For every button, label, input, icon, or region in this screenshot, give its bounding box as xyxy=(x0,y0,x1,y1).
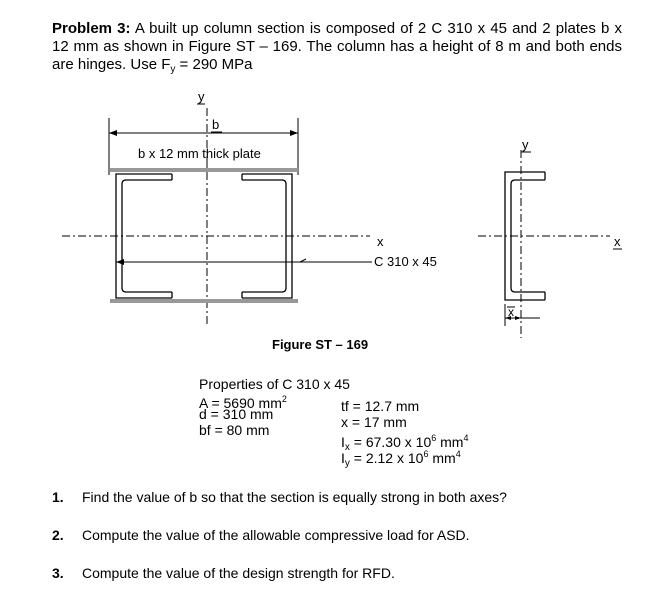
properties-title: Properties of C 310 x 45 xyxy=(199,376,350,392)
y-axis-label: y xyxy=(198,89,205,104)
xbar-arrow-right xyxy=(515,316,521,320)
iy-sup1: 6 xyxy=(423,449,429,459)
prop-area-text: A = 5690 mm xyxy=(199,395,282,411)
iy-a: I xyxy=(341,450,345,466)
ix-c: mm xyxy=(436,434,464,450)
question-1-text: Find the value of b so that the section … xyxy=(82,489,507,505)
iy-sub: y xyxy=(344,458,350,469)
plate-label: b x 12 mm thick plate xyxy=(138,146,261,161)
question-1: 1. Find the value of b so that the sectio… xyxy=(52,489,507,505)
prop-depth: d = 310 mm xyxy=(199,406,274,422)
question-3-text: Compute the value of the design strength… xyxy=(82,565,395,581)
ix-sup2: 4 xyxy=(463,433,469,443)
question-2-number: 2. xyxy=(52,527,64,543)
xbar-arrow-left xyxy=(505,316,511,320)
prop-area: A = 5690 mm2 xyxy=(199,392,287,411)
figure-caption: Figure ST – 169 xyxy=(272,337,369,352)
question-2-text: Compute the value of the allowable compr… xyxy=(82,527,470,543)
ix-b: = 67.30 x 10 xyxy=(349,434,432,450)
question-1-number: 1. xyxy=(52,489,64,505)
question-3: 3. Compute the value of the design streng… xyxy=(52,565,395,581)
right-channel-inner xyxy=(242,179,287,293)
ix-a: I xyxy=(341,434,345,450)
prop-flange-thickness: tf = 12.7 mm xyxy=(341,398,420,414)
question-2: 2. Compute the value of the allowable com… xyxy=(52,527,470,543)
iy-sup2: 4 xyxy=(455,449,461,459)
b-label: b xyxy=(212,117,219,132)
prop-iy: Iy = 2.12 x 106 mm4 xyxy=(341,447,461,471)
side-x-label: x xyxy=(614,234,621,249)
prop-centroid-x: x = 17 mm xyxy=(341,414,407,430)
problem-text-b: = 290 MPa xyxy=(175,56,253,73)
problem-label: Problem 3: xyxy=(52,20,131,37)
dimension-b-arrow-right xyxy=(290,130,298,136)
ix-sub: x xyxy=(344,442,350,453)
bottom-plate xyxy=(110,299,298,303)
iy-c: mm xyxy=(428,450,456,466)
x-axis-label: x xyxy=(377,234,384,249)
channel-label: C 310 x 45 xyxy=(374,254,437,269)
prop-flange-width: bf = 80 mm xyxy=(199,422,270,438)
fy-subscript: y xyxy=(170,64,176,75)
problem-statement: Problem 3: A built up column section is … xyxy=(52,20,622,79)
top-plate xyxy=(110,168,298,172)
side-y-label: y xyxy=(522,137,529,152)
dimension-b-arrow-left xyxy=(109,130,117,136)
iy-b: = 2.12 x 10 xyxy=(349,450,424,466)
channel-leader-arrow xyxy=(116,259,124,265)
channel-leader-arrow-right xyxy=(299,258,307,263)
side-xbar-label: x xyxy=(508,305,514,319)
ix-sup1: 6 xyxy=(431,433,437,443)
prop-area-sup: 2 xyxy=(281,394,287,404)
prop-ix: Ix = 67.30 x 106 mm4 xyxy=(341,431,468,455)
problem-text-a: A built up column section is composed of… xyxy=(52,20,622,73)
question-3-number: 3. xyxy=(52,565,64,581)
